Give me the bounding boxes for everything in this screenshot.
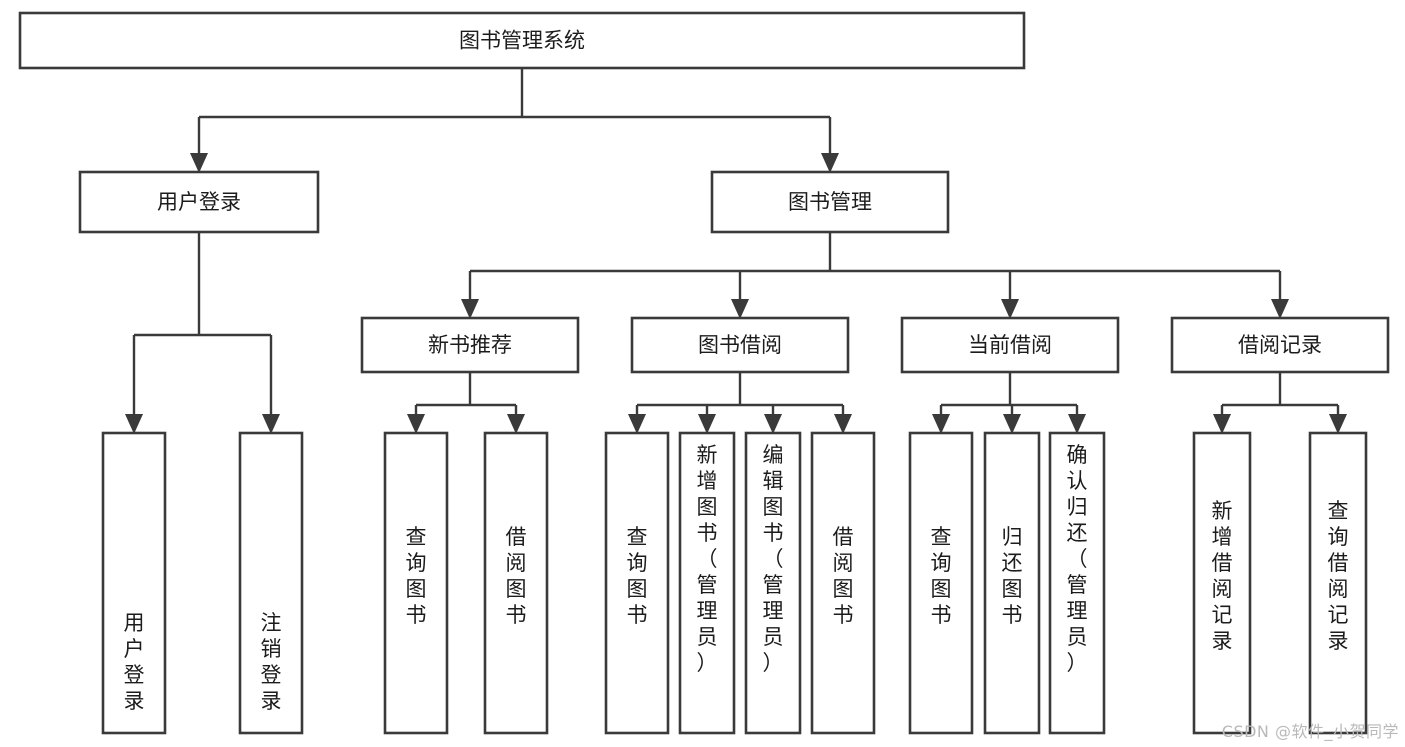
arrow-head-icon <box>1003 414 1021 434</box>
node-box <box>1308 431 1368 735</box>
node-box <box>678 431 736 735</box>
node-box <box>710 170 950 234</box>
node-box <box>900 316 1120 374</box>
node-label: 图书管理系统 <box>459 29 585 53</box>
node-label: 确认归还（管理员） <box>1067 443 1088 675</box>
connector-layer <box>125 68 1347 434</box>
node-label: 用户登录 <box>157 190 241 214</box>
node-box <box>810 431 876 735</box>
arrow-head-icon <box>698 414 716 434</box>
node-box <box>630 316 850 374</box>
node-leaf-user-login[interactable]: 用户登录 <box>101 431 167 735</box>
arrow-head-icon <box>1068 414 1086 434</box>
arrow-head-icon <box>190 153 208 173</box>
arrow-head-icon <box>1001 299 1019 319</box>
node-leaf-borrow-book-borrow[interactable]: 借阅图书 <box>810 431 876 735</box>
node-leaf-query-book-current[interactable]: 查询图书 <box>908 431 974 735</box>
node-book-manage[interactable]: 图书管理 <box>710 170 950 234</box>
node-label: 查询借阅记录 <box>1328 499 1349 653</box>
node-leaf-logout-login[interactable]: 注销登录 <box>238 431 304 735</box>
arrow-head-icon <box>1329 414 1347 434</box>
arrow-head-icon <box>834 414 852 434</box>
node-leaf-query-book-borrow[interactable]: 查询图书 <box>604 431 670 735</box>
node-leaf-edit-book-admin[interactable]: 编辑图书（管理员） <box>744 431 802 735</box>
node-leaf-return-book[interactable]: 归还图书 <box>983 431 1041 735</box>
node-leaf-query-borrow-record[interactable]: 查询借阅记录 <box>1308 431 1368 735</box>
node-leaf-query-book-new[interactable]: 查询图书 <box>383 431 449 735</box>
node-box <box>744 431 802 735</box>
node-layer: 图书管理系统用户登录图书管理新书推荐图书借阅当前借阅借阅记录用户登录注销登录查询… <box>18 11 1390 735</box>
arrow-head-icon <box>507 414 525 434</box>
node-label: 图书管理 <box>788 190 872 214</box>
node-box <box>78 170 320 234</box>
node-box <box>238 431 304 735</box>
node-current-borrow[interactable]: 当前借阅 <box>900 316 1120 374</box>
node-box <box>360 316 580 374</box>
node-label: 注销登录 <box>261 611 282 713</box>
node-label: 图书借阅 <box>698 333 782 357</box>
node-box <box>383 431 449 735</box>
node-box <box>18 11 1026 70</box>
node-label: 新书推荐 <box>428 333 512 357</box>
node-leaf-confirm-return-admin[interactable]: 确认归还（管理员） <box>1048 431 1106 735</box>
watermark-text: CSDN @软件_小贺同学 <box>1221 722 1399 741</box>
arrow-head-icon <box>932 414 950 434</box>
arrow-head-icon <box>461 299 479 319</box>
node-label: 归还图书 <box>1002 525 1023 627</box>
node-root-root[interactable]: 图书管理系统 <box>18 11 1026 70</box>
arrow-head-icon <box>731 299 749 319</box>
node-label: 新增图书（管理员） <box>697 443 718 675</box>
arrow-head-icon <box>1213 414 1231 434</box>
node-leaf-add-borrow-record[interactable]: 新增借阅记录 <box>1192 431 1252 735</box>
node-box <box>1048 431 1106 735</box>
node-label: 编辑图书（管理员） <box>763 443 784 675</box>
node-box <box>983 431 1041 735</box>
arrow-head-icon <box>628 414 646 434</box>
arrow-head-icon <box>407 414 425 434</box>
node-borrow-record[interactable]: 借阅记录 <box>1170 316 1390 374</box>
arrow-head-icon <box>764 414 782 434</box>
node-user-login[interactable]: 用户登录 <box>78 170 320 234</box>
arrow-head-icon <box>821 153 839 173</box>
arrow-head-icon <box>262 414 280 434</box>
node-label: 借阅记录 <box>1238 333 1322 357</box>
node-label: 用户登录 <box>124 611 145 713</box>
node-label: 查询图书 <box>406 525 427 627</box>
node-box <box>908 431 974 735</box>
node-label: 新增借阅记录 <box>1212 499 1233 653</box>
node-box <box>101 431 167 735</box>
node-new-book-recommend[interactable]: 新书推荐 <box>360 316 580 374</box>
node-leaf-borrow-book-new[interactable]: 借阅图书 <box>483 431 549 735</box>
node-leaf-add-book-admin[interactable]: 新增图书（管理员） <box>678 431 736 735</box>
node-box <box>1170 316 1390 374</box>
node-label: 查询图书 <box>627 525 648 627</box>
node-box <box>604 431 670 735</box>
node-box <box>483 431 549 735</box>
node-book-borrow[interactable]: 图书借阅 <box>630 316 850 374</box>
node-label: 查询图书 <box>931 525 952 627</box>
arrow-head-icon <box>1271 299 1289 319</box>
node-label: 借阅图书 <box>506 525 527 627</box>
arrow-head-icon <box>125 414 143 434</box>
node-label: 当前借阅 <box>968 333 1052 357</box>
node-label: 借阅图书 <box>833 525 854 627</box>
node-box <box>1192 431 1252 735</box>
